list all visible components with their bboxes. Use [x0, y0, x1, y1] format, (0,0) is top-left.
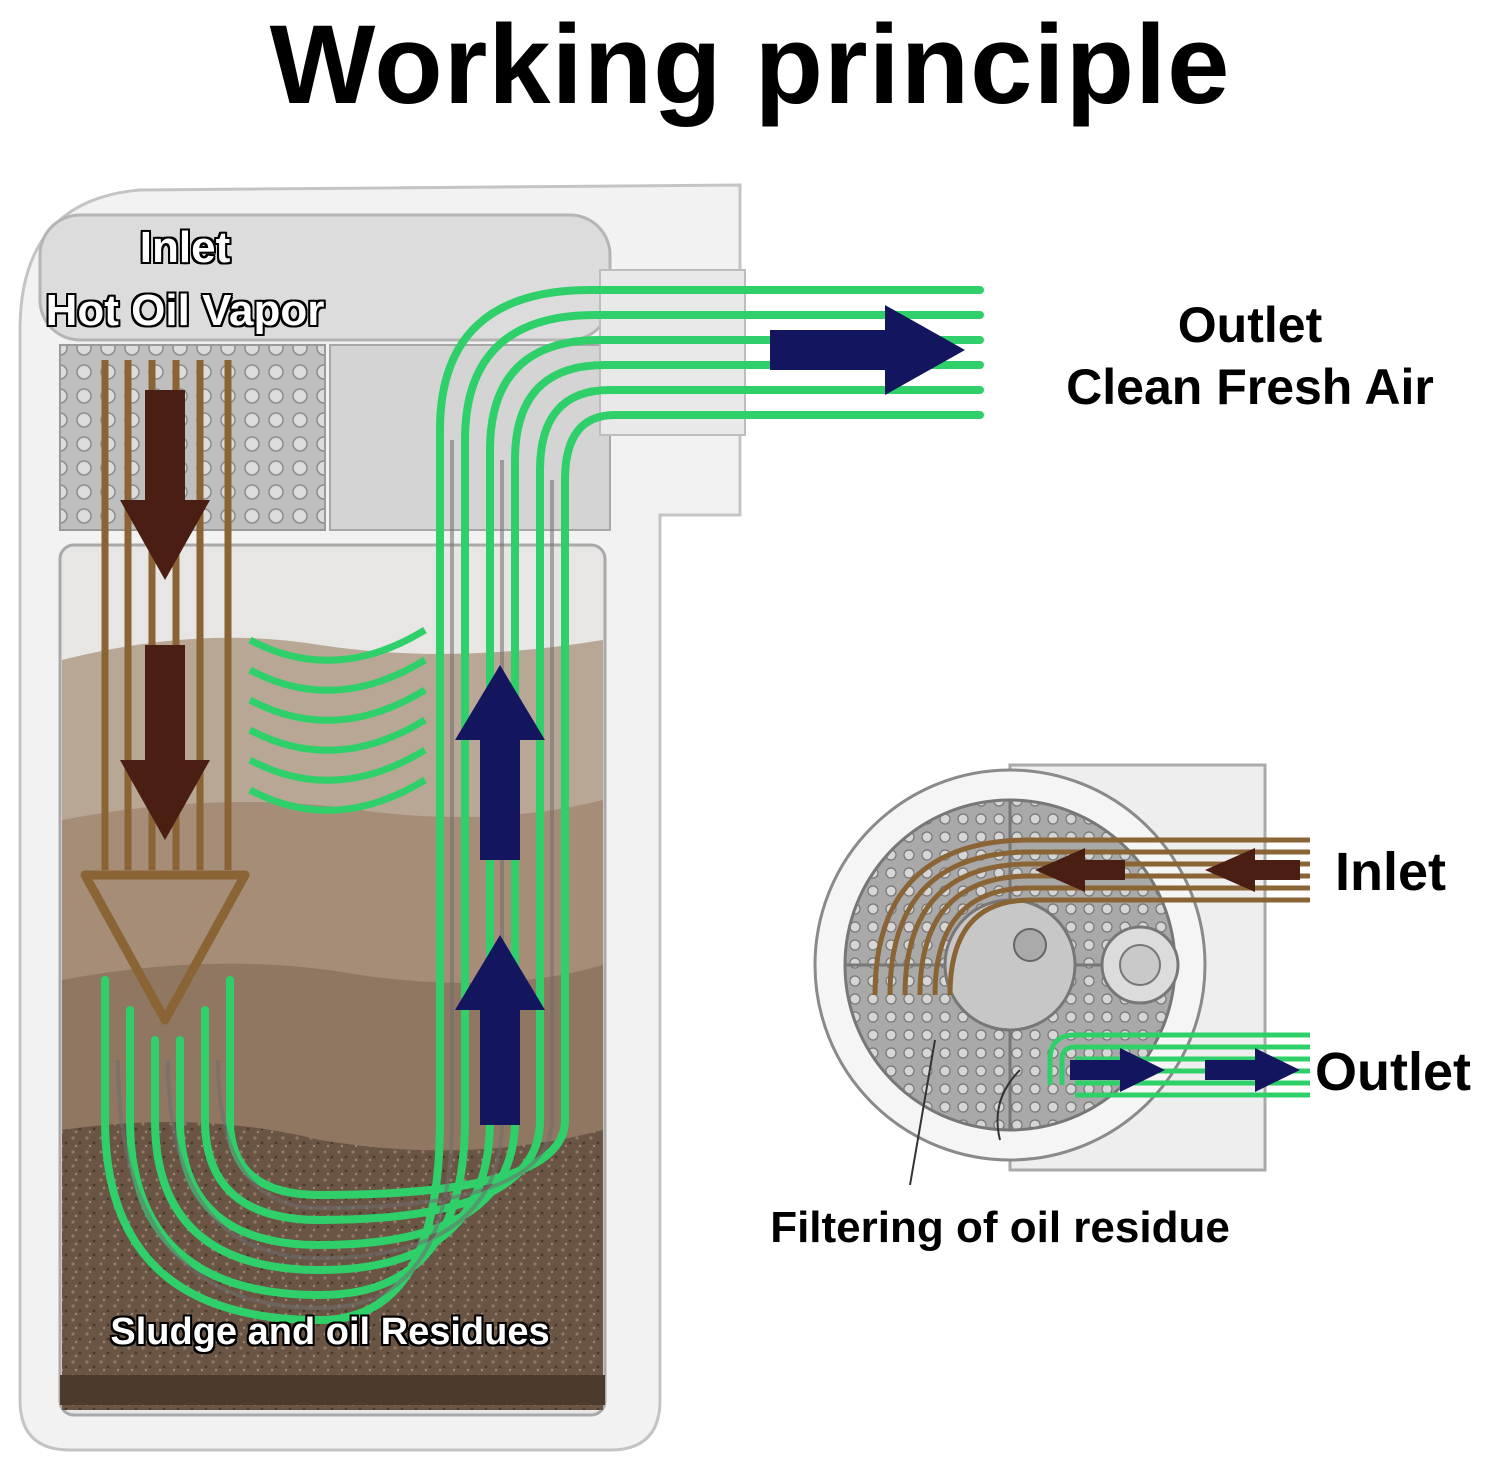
inlet-arrow-lower	[120, 645, 210, 840]
top-view-outlet-arrow-right	[1205, 1048, 1300, 1092]
top-view-oil-flow	[872, 837, 1310, 996]
top-view-inlet-arrow-left	[1035, 848, 1125, 892]
top-view-outlet-label: Outlet	[1315, 1042, 1471, 1102]
filtering-caption: Filtering of oil residue	[770, 1203, 1230, 1252]
clean-air-swirl	[248, 627, 427, 814]
top-view-inlet-arrow-right	[1205, 848, 1300, 892]
top-view-residue-line	[996, 1069, 1021, 1141]
vapor-trace-lines	[116, 440, 554, 1311]
top-view-hub	[943, 898, 1077, 1032]
up-arrow-lower	[455, 935, 545, 1125]
up-arrow-upper	[455, 665, 545, 860]
inlet-label: Inlet	[139, 223, 231, 272]
tank-base	[60, 1375, 605, 1405]
top-view-outlet-arrow-left	[1070, 1048, 1165, 1092]
top-view-unit	[813, 763, 1267, 1172]
inlet-sub-label: Hot Oil Vapor	[45, 286, 325, 335]
outlet-label: Outlet	[1177, 297, 1323, 353]
outlet-duct	[599, 269, 746, 436]
oil-vapor-big-arrow	[80, 870, 250, 1025]
outlet-arrow	[770, 305, 965, 395]
inlet-arrow-upper	[120, 390, 210, 580]
diagram-title: Working principle	[269, 2, 1231, 127]
top-view-inlet-label: Inlet	[1335, 842, 1447, 902]
outlet-sub-label: Clean Fresh Air	[1066, 359, 1434, 415]
sludge-label: Sludge and oil Residues	[110, 1311, 550, 1353]
caption-pointer-line	[909, 1039, 936, 1186]
